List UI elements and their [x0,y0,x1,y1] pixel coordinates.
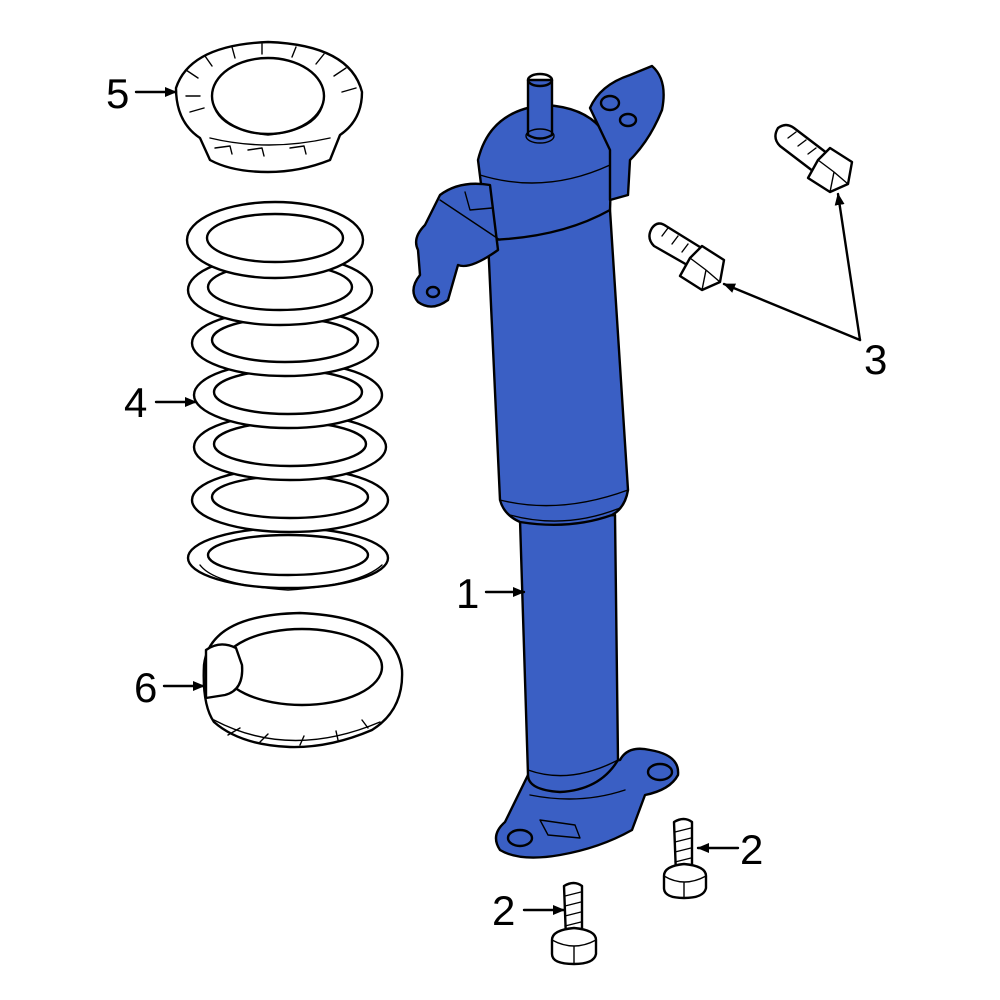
shock-absorber-part[interactable] [412,64,680,859]
callout-5-label: 5 [106,70,129,117]
callout-3-label: 3 [864,336,887,383]
callout-2-label-left: 2 [492,887,515,934]
upper-bolt-part-b[interactable] [648,222,726,292]
shock-lower-tube [518,513,620,794]
upper-bolt-part-a[interactable] [774,123,854,194]
lower-bolt-part-b[interactable] [550,881,598,966]
shock-main-body [486,208,630,526]
coil-spring-part[interactable] [185,200,390,591]
upper-spring-seat-part[interactable] [174,40,364,174]
callout-2-label-right: 2 [740,826,763,873]
callout-arrows [134,87,862,915]
callout-1-label: 1 [456,570,479,617]
lower-spring-seat-part[interactable] [202,611,404,749]
callout-4-label: 4 [124,379,147,426]
lower-bolt-part-a[interactable] [662,817,708,900]
callout-6-label: 6 [134,664,157,711]
